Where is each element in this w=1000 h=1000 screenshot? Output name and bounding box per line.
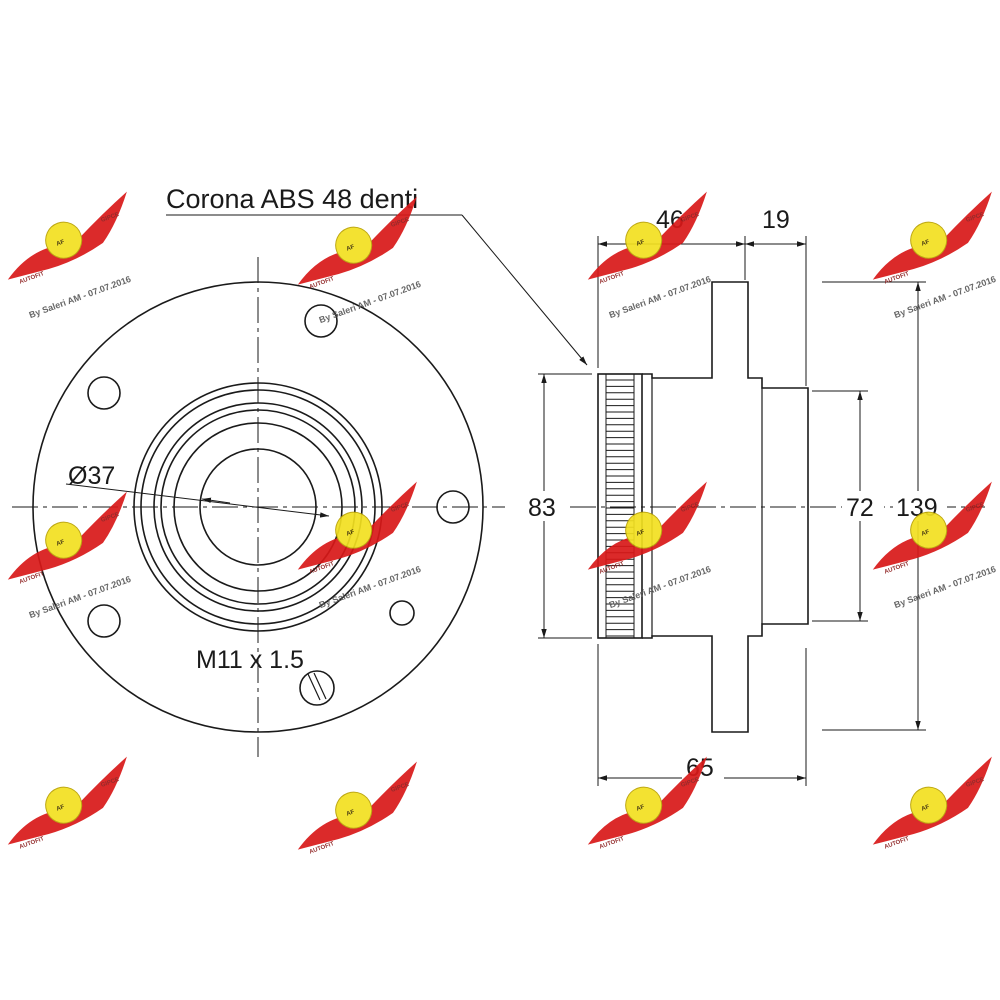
watermark-ribbon bbox=[7, 756, 127, 845]
watermark-logo-glyph: AF bbox=[346, 529, 356, 537]
watermark-badge bbox=[45, 786, 83, 824]
watermark-text: By Saleri AM - 07.07.2016 bbox=[28, 274, 133, 320]
flange-outline bbox=[32, 281, 484, 733]
dim-83-bg bbox=[524, 491, 566, 521]
hub-ring-4 bbox=[160, 409, 356, 605]
side-dimensions bbox=[538, 236, 926, 786]
front-view bbox=[12, 257, 505, 757]
bore-leader-line bbox=[65, 483, 330, 518]
abs-ring-teeth bbox=[606, 379, 634, 637]
watermark-logo-glyph: AF bbox=[921, 804, 931, 812]
watermark-ribbon bbox=[587, 191, 707, 280]
watermark-logo-glyph: AF bbox=[636, 529, 646, 537]
watermark-ribbon bbox=[587, 481, 707, 570]
watermark-badge bbox=[45, 221, 83, 259]
bolt-hole-top bbox=[304, 304, 338, 338]
watermark-text: By Saleri AM - 07.07.2016 bbox=[28, 574, 133, 620]
watermark-logo-glyph: AF bbox=[921, 529, 931, 537]
watermark-badge bbox=[45, 521, 83, 559]
bore-leader-line-inner bbox=[201, 497, 231, 504]
watermark-ribbon bbox=[297, 481, 417, 570]
abs-leader-line bbox=[461, 214, 588, 366]
hub-ring-2 bbox=[140, 389, 376, 625]
watermark-logo-glyph: AF bbox=[56, 804, 66, 812]
pilot-hole bbox=[389, 600, 415, 626]
watermark-text: By Saleri AM - 07.07.2016 bbox=[318, 564, 423, 610]
bore-circle bbox=[199, 448, 317, 566]
watermark-logo-glyph: AF bbox=[636, 239, 646, 247]
bolt-hole-lower-left bbox=[87, 604, 121, 638]
watermark-text: By Saleri AM - 07.07.2016 bbox=[893, 274, 998, 320]
watermark-ribbon bbox=[872, 481, 992, 570]
hub-body bbox=[642, 281, 809, 733]
dim-72-label: 72 bbox=[846, 494, 874, 522]
hub-ring-3 bbox=[153, 402, 363, 612]
watermark-logo-glyph: AF bbox=[56, 539, 66, 547]
watermark-ribbon bbox=[587, 756, 707, 845]
bolt-hole-right bbox=[436, 490, 470, 524]
watermark-logo-glyph: AF bbox=[56, 239, 66, 247]
thread-label: M11 x 1.5 bbox=[196, 646, 304, 674]
watermark-badge bbox=[910, 221, 948, 259]
watermark-badge bbox=[335, 511, 373, 549]
watermark-text: By Saleri AM - 07.07.2016 bbox=[608, 274, 713, 320]
watermark-text: By Saleri AM - 07.07.2016 bbox=[893, 564, 998, 610]
thread-hole-slot-a bbox=[307, 673, 321, 701]
bore-dim-label: Ø37 bbox=[68, 462, 115, 490]
hub-ring-5 bbox=[173, 422, 343, 592]
dim-72-bg bbox=[842, 491, 884, 521]
thread-hole-slot-b bbox=[313, 672, 327, 700]
watermark-badge bbox=[910, 786, 948, 824]
watermark-badge bbox=[625, 786, 663, 824]
watermark-logo-glyph: AF bbox=[346, 809, 356, 817]
watermark-text: By Saleri AM - 07.07.2016 bbox=[318, 279, 423, 325]
watermark-badge bbox=[625, 511, 663, 549]
thread-hole bbox=[299, 670, 335, 706]
watermark-logo-glyph: AF bbox=[636, 804, 646, 812]
watermark-badge bbox=[910, 511, 948, 549]
watermark-ribbon bbox=[872, 191, 992, 280]
watermark-ribbon bbox=[297, 761, 417, 850]
watermark-ribbon bbox=[297, 196, 417, 285]
abs-ring-body bbox=[597, 373, 643, 639]
watermark-badge bbox=[625, 221, 663, 259]
watermark-ribbon bbox=[7, 491, 127, 580]
dim-83-label: 83 bbox=[528, 494, 556, 522]
watermark-logo-glyph: AF bbox=[346, 244, 356, 252]
watermark-logo-glyph: AF bbox=[921, 239, 931, 247]
hub-ring-outer bbox=[133, 382, 383, 632]
watermark-text: By Saleri AM - 07.07.2016 bbox=[608, 564, 713, 610]
watermark-badge bbox=[335, 791, 373, 829]
bore-dimension bbox=[65, 483, 330, 518]
watermark-ribbon bbox=[872, 756, 992, 845]
abs-label: Corona ABS 48 denti bbox=[166, 184, 418, 214]
watermark-ribbon bbox=[7, 191, 127, 280]
dim-19-label: 19 bbox=[762, 206, 790, 234]
bolt-hole-upper-left bbox=[87, 376, 121, 410]
watermark-badge bbox=[335, 226, 373, 264]
